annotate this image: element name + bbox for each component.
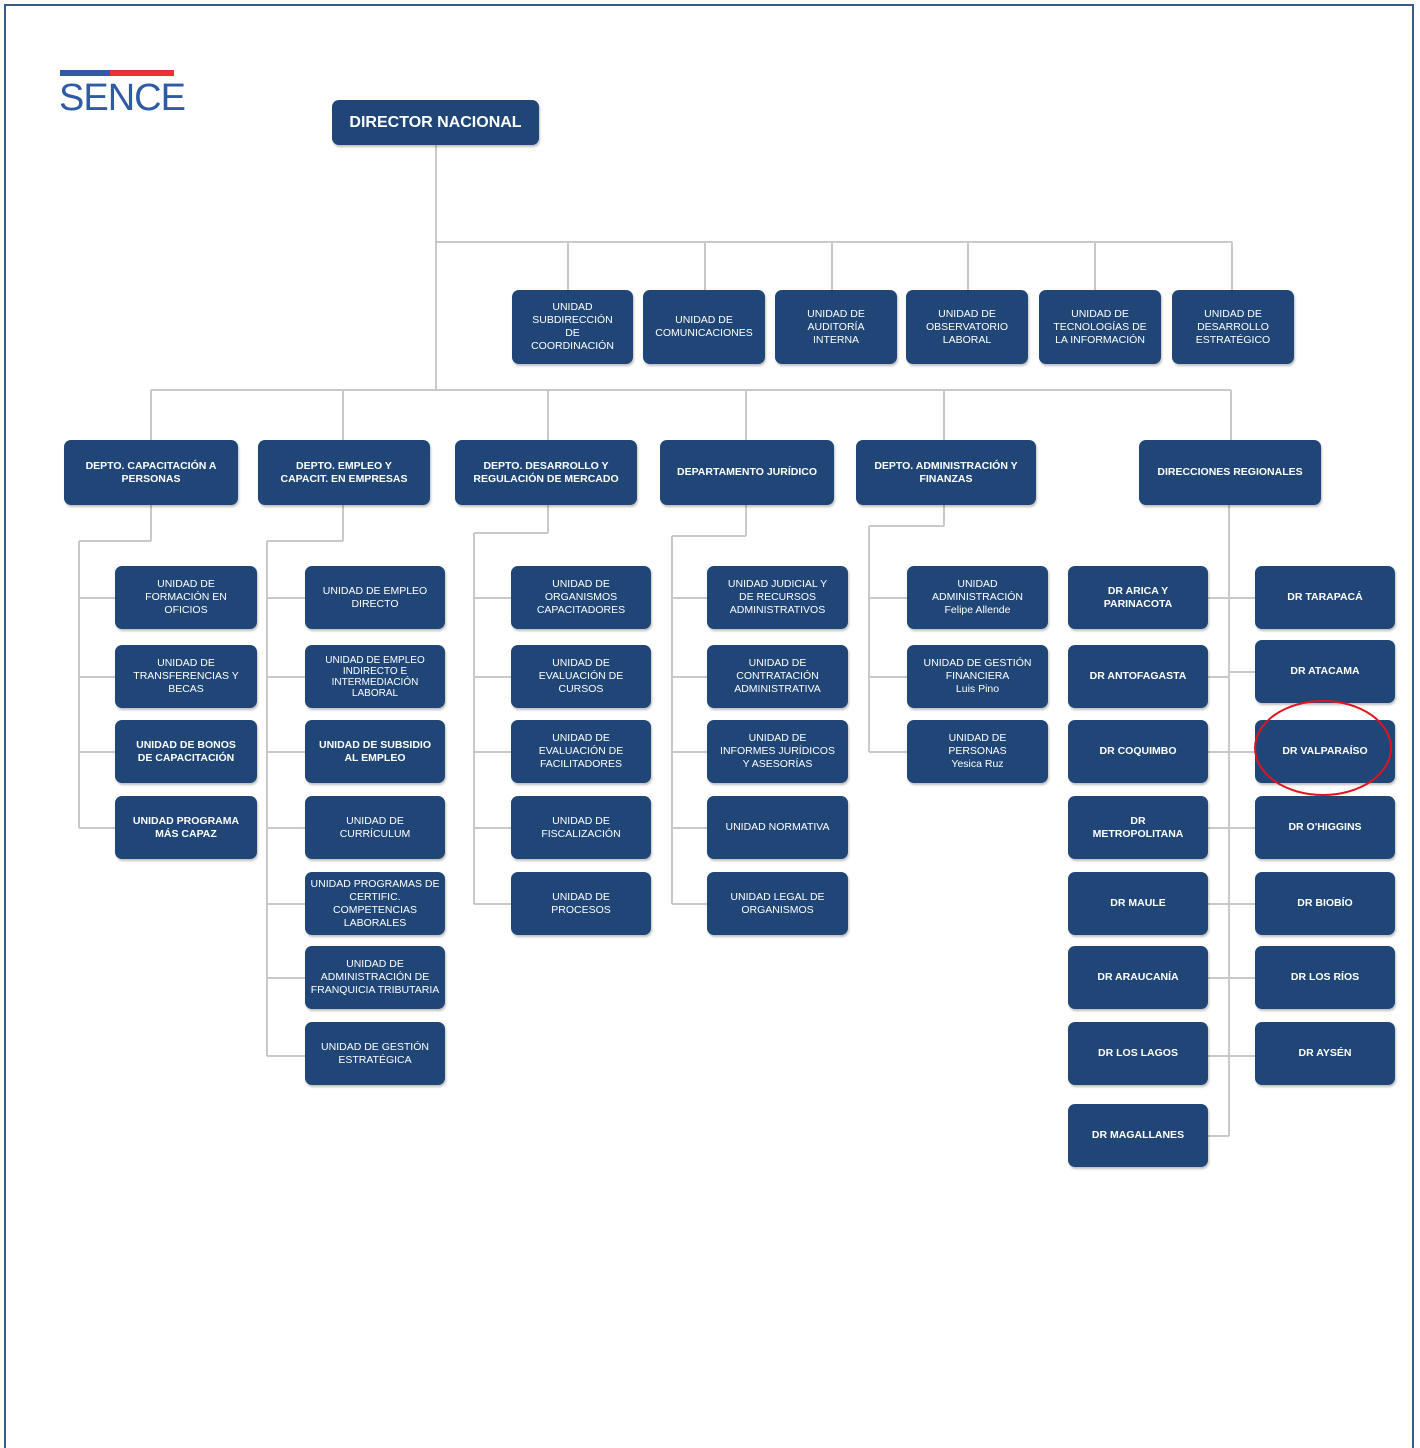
unit-organismos-capacitadores[interactable]: UNIDAD DE ORGANISMOS CAPACITADORES <box>511 566 651 629</box>
unit-empleo-indirecto[interactable]: UNIDAD DE EMPLEO INDIRECTO E INTERMEDIAC… <box>305 645 445 708</box>
dept-direcciones-regionales[interactable]: DIRECCIONES REGIONALES <box>1139 440 1321 505</box>
unit-administracion[interactable]: UNIDAD ADMINISTRACIÓN Felipe Allende <box>907 566 1048 629</box>
dept-juridico[interactable]: DEPARTAMENTO JURÍDICO <box>660 440 834 505</box>
staff-unit-desarrollo-estrategico[interactable]: UNIDAD DE DESARROLLO ESTRATÉGICO <box>1172 290 1294 364</box>
unit-gestion-estrategica[interactable]: UNIDAD DE GESTIÓN ESTRATÉGICA <box>305 1022 445 1085</box>
sence-logo: SENCE <box>59 70 186 120</box>
page-frame <box>4 4 1414 1448</box>
unit-subsidio-empleo[interactable]: UNIDAD DE SUBSIDIO AL EMPLEO <box>305 720 445 783</box>
highlight-circle <box>1254 700 1392 796</box>
unit-legal-organismos[interactable]: UNIDAD LEGAL DE ORGANISMOS <box>707 872 848 935</box>
staff-unit-auditoria[interactable]: UNIDAD DE AUDITORÍA INTERNA <box>775 290 897 364</box>
dr-aysen[interactable]: DR AYSÉN <box>1255 1022 1395 1085</box>
unit-judicial-recursos[interactable]: UNIDAD JUDICIAL Y DE RECURSOS ADMINISTRA… <box>707 566 848 629</box>
unit-normativa[interactable]: UNIDAD NORMATIVA <box>707 796 848 859</box>
dr-magallanes[interactable]: DR MAGALLANES <box>1068 1104 1208 1167</box>
dr-araucania[interactable]: DR ARAUCANÍA <box>1068 946 1208 1009</box>
staff-unit-comunicaciones[interactable]: UNIDAD DE COMUNICACIONES <box>643 290 765 364</box>
unit-evaluacion-facilitadores[interactable]: UNIDAD DE EVALUACIÓN DE FACILITADORES <box>511 720 651 783</box>
unit-programa-mas-capaz[interactable]: UNIDAD PROGRAMA MÁS CAPAZ <box>115 796 257 859</box>
dr-coquimbo[interactable]: DR COQUIMBO <box>1068 720 1208 783</box>
director-nacional-box[interactable]: DIRECTOR NACIONAL <box>332 100 539 145</box>
unit-bonos-capacitacion[interactable]: UNIDAD DE BONOS DE CAPACITACIÓN <box>115 720 257 783</box>
dr-los-rios[interactable]: DR LOS RÍOS <box>1255 946 1395 1009</box>
dept-administracion-finanzas[interactable]: DEPTO. ADMINISTRACIÓN Y FINANZAS <box>856 440 1036 505</box>
unit-informes-juridicos[interactable]: UNIDAD DE INFORMES JURÍDICOS Y ASESORÍAS <box>707 720 848 783</box>
dr-tarapaca[interactable]: DR TARAPACÁ <box>1255 566 1395 629</box>
unit-personas[interactable]: UNIDAD DE PERSONAS Yesica Ruz <box>907 720 1048 783</box>
dr-biobio[interactable]: DR BIOBÍO <box>1255 872 1395 935</box>
dr-atacama[interactable]: DR ATACAMA <box>1255 640 1395 703</box>
unit-formacion-oficios[interactable]: UNIDAD DE FORMACIÓN EN OFICIOS <box>115 566 257 629</box>
dr-antofagasta[interactable]: DR ANTOFAGASTA <box>1068 645 1208 708</box>
unit-gestion-financiera[interactable]: UNIDAD DE GESTIÓN FINANCIERA Luis Pino <box>907 645 1048 708</box>
unit-curriculum[interactable]: UNIDAD DE CURRÍCULUM <box>305 796 445 859</box>
unit-empleo-directo[interactable]: UNIDAD DE EMPLEO DIRECTO <box>305 566 445 629</box>
dr-maule[interactable]: DR MAULE <box>1068 872 1208 935</box>
staff-unit-observatorio[interactable]: UNIDAD DE OBSERVATORIO LABORAL <box>906 290 1028 364</box>
logo-text: SENCE <box>59 77 186 119</box>
staff-unit-tecnologias[interactable]: UNIDAD DE TECNOLOGÍAS DE LA INFORMACIÓN <box>1039 290 1161 364</box>
staff-unit-subdireccion[interactable]: UNIDAD SUBDIRECCIÓN DE COORDINACIÓN <box>512 290 633 364</box>
logo-red-bar <box>110 70 174 76</box>
unit-evaluacion-cursos[interactable]: UNIDAD DE EVALUACIÓN DE CURSOS <box>511 645 651 708</box>
dept-desarrollo-mercado[interactable]: DEPTO. DESARROLLO Y REGULACIÓN DE MERCAD… <box>455 440 637 505</box>
dept-capacitacion-personas[interactable]: DEPTO. CAPACITACIÓN A PERSONAS <box>64 440 238 505</box>
dept-empleo-capacitacion[interactable]: DEPTO. EMPLEO Y CAPACIT. EN EMPRESAS <box>258 440 430 505</box>
unit-procesos[interactable]: UNIDAD DE PROCESOS <box>511 872 651 935</box>
dr-los-lagos[interactable]: DR LOS LAGOS <box>1068 1022 1208 1085</box>
dr-metropolitana[interactable]: DR METROPOLITANA <box>1068 796 1208 859</box>
unit-certificacion-competencias[interactable]: UNIDAD PROGRAMAS DE CERTIFIC. COMPETENCI… <box>305 872 445 935</box>
logo-blue-bar <box>60 70 110 76</box>
unit-contratacion-administrativa[interactable]: UNIDAD DE CONTRATACIÓN ADMINISTRATIVA <box>707 645 848 708</box>
unit-franquicia-tributaria[interactable]: UNIDAD DE ADMINISTRACIÓN DE FRANQUICIA T… <box>305 946 445 1009</box>
unit-transferencias-becas[interactable]: UNIDAD DE TRANSFERENCIAS Y BECAS <box>115 645 257 708</box>
unit-fiscalizacion[interactable]: UNIDAD DE FISCALIZACIÓN <box>511 796 651 859</box>
dr-arica-parinacota[interactable]: DR ARICA Y PARINACOTA <box>1068 566 1208 629</box>
dr-ohiggins[interactable]: DR O'HIGGINS <box>1255 796 1395 859</box>
